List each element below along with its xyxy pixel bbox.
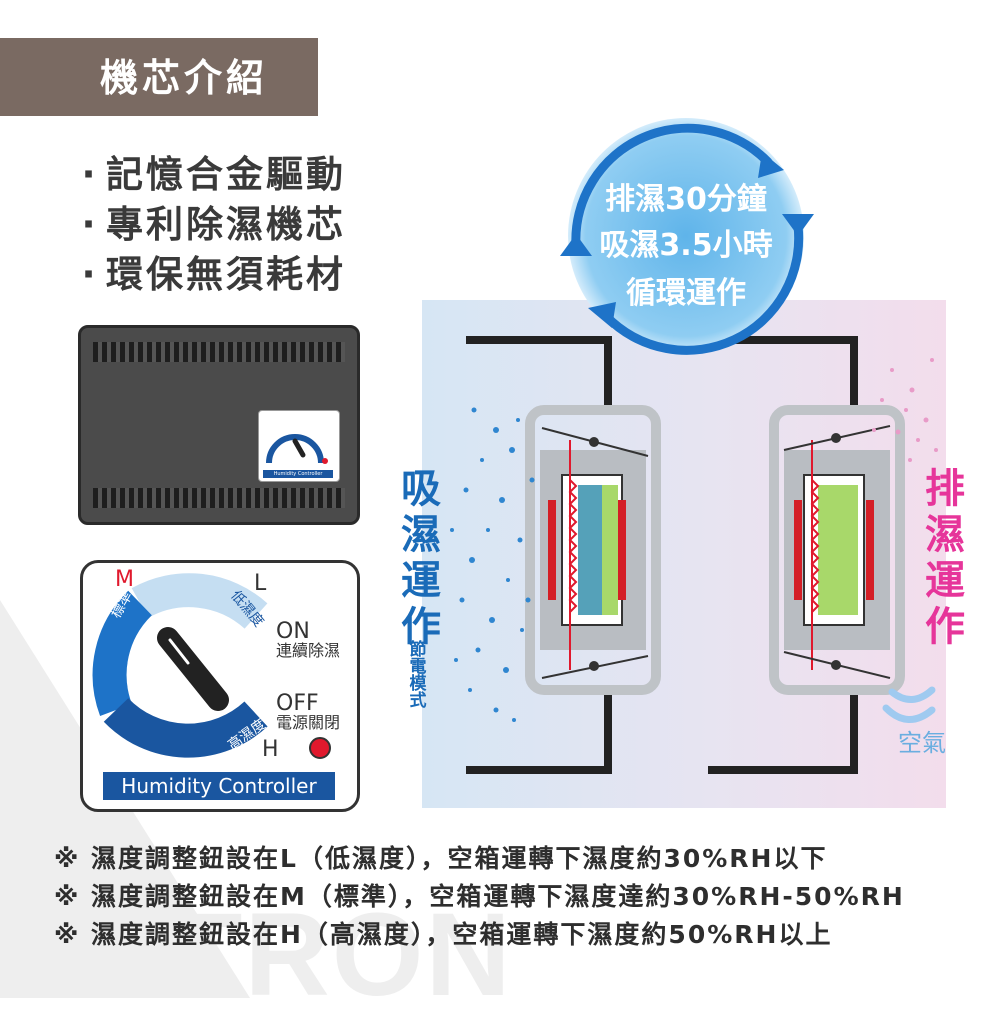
exhaust-particles	[872, 358, 938, 462]
on-description: 連續除濕	[276, 641, 341, 660]
note-standard: ※ 濕度調整鈕設在M（標準），空箱運轉下濕度達約30%RH-50%RH	[54, 882, 905, 911]
arc-high	[103, 697, 268, 758]
right-frame-bottom	[708, 690, 858, 774]
absorb-particles	[450, 407, 535, 722]
mechanism-diagram	[450, 336, 938, 774]
title-bar	[0, 38, 318, 116]
controller-label: Humidity Controller	[121, 774, 317, 798]
right-module	[769, 405, 905, 695]
controller-dial	[92, 573, 331, 759]
page-title: 機芯介紹	[100, 56, 269, 100]
cycle-arrow-icon	[601, 221, 804, 355]
mark-m: M	[115, 567, 134, 592]
left-module	[525, 405, 661, 695]
controller-label-bar	[103, 772, 335, 800]
cycle-circle	[568, 118, 804, 354]
air-arrow-icon	[882, 704, 936, 723]
top-vent	[93, 342, 345, 362]
feature-item: ·環保無須耗材	[74, 250, 346, 300]
cycle-arrow-icon	[571, 123, 773, 251]
power-indicator-icon	[309, 737, 331, 759]
left-frame-bottom	[466, 690, 612, 774]
feature-item: ·專利除濕機芯	[74, 200, 346, 250]
mini-controller-label	[263, 470, 333, 478]
knob-highlight	[168, 638, 190, 665]
off-label: OFF	[276, 691, 319, 716]
left-frame-top	[466, 336, 612, 410]
cycle-line-1: 排濕30分鐘	[605, 182, 767, 217]
arc-low	[131, 573, 268, 629]
bullet-dot: ·	[81, 153, 99, 196]
cycle-badge	[560, 118, 814, 355]
feature-list: ·記憶合金驅動 ·專利除濕機芯 ·環保無須耗材	[74, 150, 346, 300]
right-frame-top	[708, 336, 858, 410]
bullet-dot: ·	[81, 253, 99, 296]
mini-controller-label-text: Humidity Controller	[273, 471, 323, 477]
bullet-dot: ·	[81, 203, 99, 246]
on-label: ON	[276, 619, 310, 644]
absorb-sub-label: 節電模式	[409, 640, 427, 711]
air-arrow-icon	[888, 686, 936, 703]
arc-standard	[92, 590, 153, 716]
bottom-vent	[93, 488, 345, 508]
feature-item: ·記憶合金驅動	[74, 150, 346, 200]
note-high: ※ 濕度調整鈕設在H（高濕度），空箱運轉下濕度約50%RH以上	[54, 920, 833, 949]
mark-h: H	[262, 737, 279, 762]
off-description: 電源關閉	[276, 713, 341, 732]
exhaust-label: 排濕運作	[925, 466, 965, 650]
watermark: PATRON	[20, 889, 513, 1021]
note-low: ※ 濕度調整鈕設在L（低濕度），空箱運轉下濕度約30%RH以下	[54, 844, 828, 873]
mark-l: L	[254, 571, 267, 596]
cycle-line-3: 循環運作	[626, 276, 746, 311]
absorb-label: 吸濕運作	[401, 466, 441, 650]
mini-dial-icon	[266, 434, 328, 464]
air-label: 空氣	[898, 729, 946, 757]
cycle-line-2: 吸濕3.5小時	[599, 228, 773, 263]
